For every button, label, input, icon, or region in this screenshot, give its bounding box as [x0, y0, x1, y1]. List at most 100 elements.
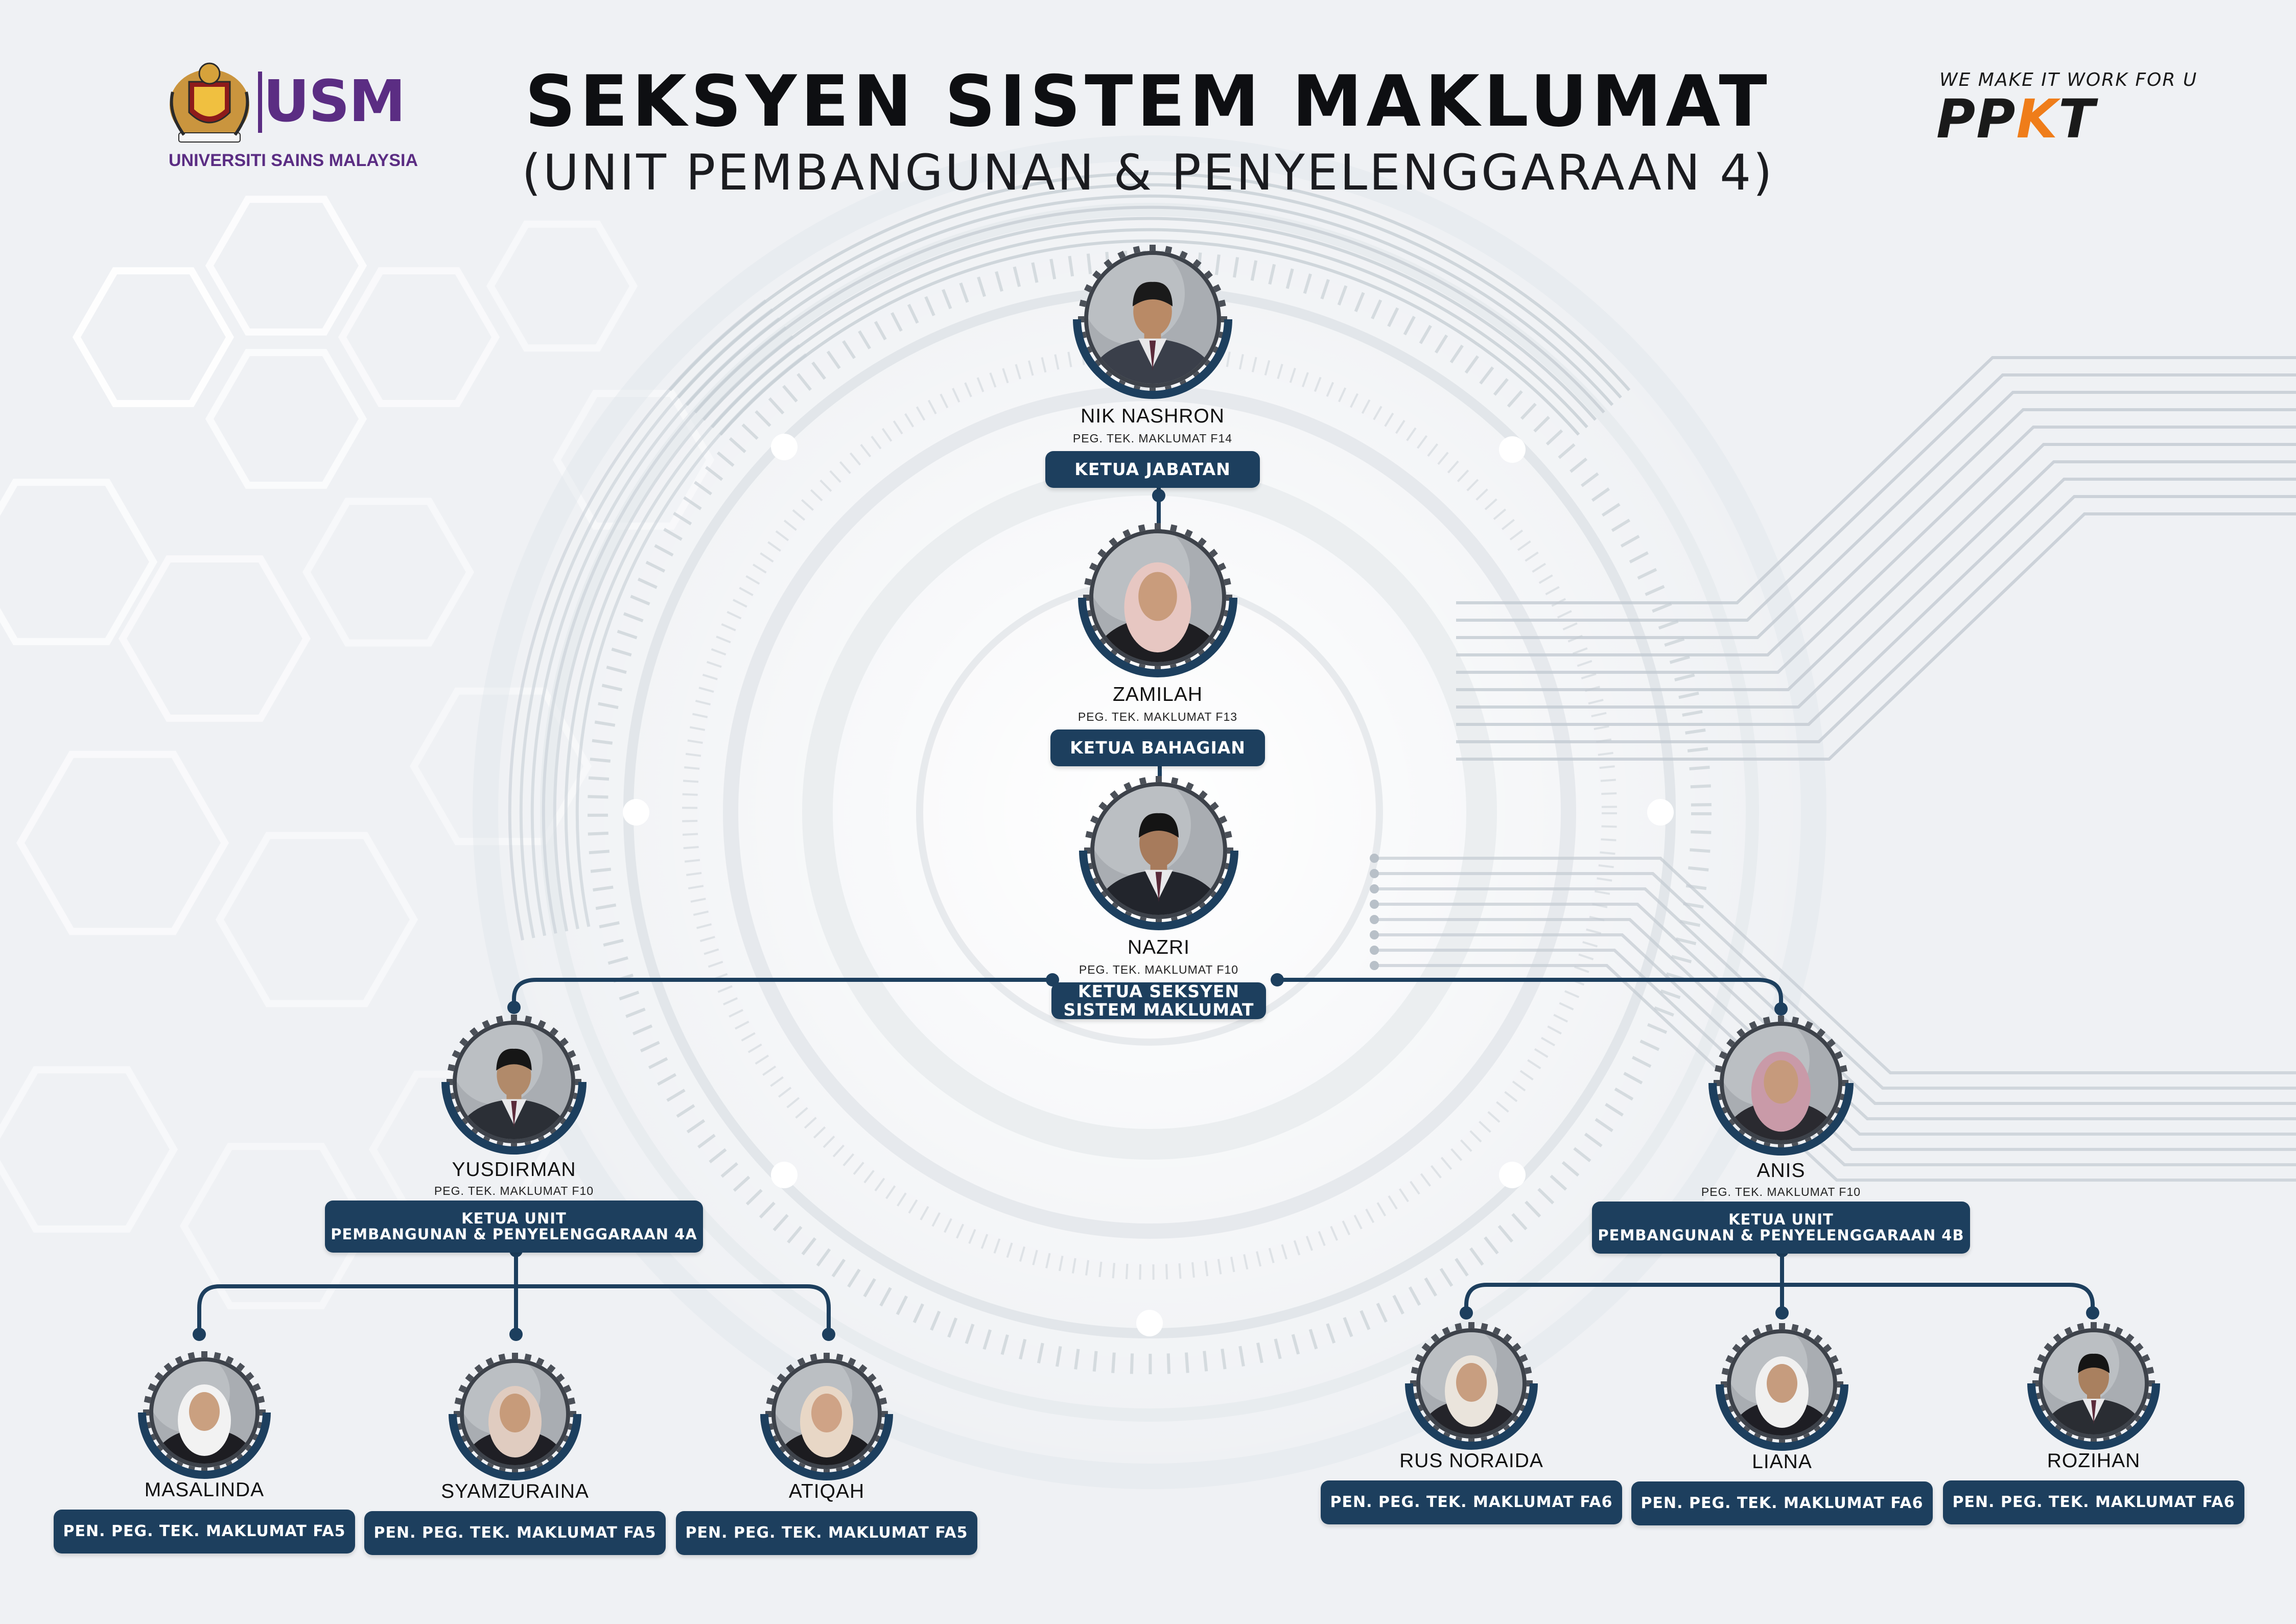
gear-tooth	[1084, 578, 1092, 586]
gear-tooth	[188, 1352, 195, 1360]
gear-tooth	[1133, 246, 1141, 253]
gear-tooth	[1411, 1367, 1419, 1374]
gear-tooth	[236, 1362, 245, 1372]
photo-hair	[2078, 1353, 2110, 1373]
gear-tooth	[1164, 246, 1173, 253]
person-name: RUS NORAIDA	[1399, 1450, 1543, 1472]
bg-arc	[677, 183, 1622, 399]
gear-tooth	[1421, 1343, 1431, 1352]
gear-tooth	[1150, 245, 1156, 251]
avatar-arc	[2027, 1383, 2160, 1450]
gear-tooth	[1714, 1065, 1722, 1073]
gear-tooth	[1524, 1367, 1532, 1374]
gear-tooth	[1840, 1065, 1848, 1073]
gear-tooth	[496, 1015, 504, 1023]
gear-tooth	[1170, 777, 1179, 785]
gear-tooth	[1199, 790, 1208, 799]
bg-arc	[542, 326, 787, 934]
gear-tooth	[848, 1357, 856, 1366]
gear-tooth	[766, 1397, 774, 1405]
gear-tooth	[1123, 782, 1132, 790]
gear-tooth	[1468, 1322, 1474, 1328]
connector-node	[1460, 1306, 1473, 1320]
bg-circuit	[1456, 495, 2296, 743]
avatar-arc	[1716, 1384, 1848, 1451]
bg-tick-ring	[588, 250, 1712, 1374]
connector-node	[822, 1328, 835, 1341]
avatar-arc	[1078, 597, 1237, 677]
gear-tooth	[547, 1364, 556, 1373]
role-line-2: PEMBANGUNAN & PENYELENGGARAAN 4B	[1598, 1227, 1964, 1244]
bg-circuit	[1456, 391, 2296, 639]
bg-circuit	[1374, 887, 2296, 1105]
gear-tooth	[568, 1397, 576, 1405]
gear-tooth	[1210, 802, 1219, 811]
avatar	[449, 1353, 581, 1480]
ppkt-tagline: WE MAKE IT WORK FOR U	[1939, 69, 2198, 90]
bg-circuit	[1456, 478, 2296, 726]
photo-face	[500, 1394, 530, 1432]
role-line-1: PEN. PEG. TEK. MAKLUMAT FA5	[63, 1522, 346, 1540]
avatar	[1405, 1322, 1538, 1450]
gear-tooth	[2033, 1367, 2041, 1374]
connector-node	[2086, 1306, 2099, 1320]
avatar	[1708, 1016, 1854, 1156]
bg-arc	[575, 353, 807, 927]
gear-tooth	[1415, 1354, 1423, 1362]
role-line-1: PEN. PEG. TEK. MAKLUMAT FA5	[373, 1523, 657, 1542]
gear-tooth	[1156, 776, 1162, 782]
photo-hair	[1132, 281, 1173, 307]
gear-tooth	[1817, 1028, 1825, 1037]
role-badge: KETUA BAHAGIAN	[1050, 729, 1265, 766]
gear-tooth	[214, 1352, 221, 1360]
connector-line	[512, 978, 1049, 1011]
gear-tooth	[537, 1020, 546, 1028]
connector-node	[1775, 1306, 1789, 1320]
photo-tie	[1149, 340, 1156, 371]
connector-line	[1464, 1283, 2095, 1310]
gear-tooth	[1721, 1368, 1729, 1375]
gear-tooth	[458, 1384, 467, 1393]
gear-tooth	[1814, 1334, 1823, 1344]
gear-tooth	[824, 1353, 830, 1359]
gear-tooth	[1752, 1328, 1761, 1336]
gear-tooth	[1791, 1016, 1799, 1024]
gear-tooth	[797, 1357, 806, 1366]
gear-tooth	[1481, 1323, 1488, 1331]
gear-tooth	[1219, 299, 1226, 308]
gear-tooth	[1084, 284, 1092, 293]
bg-hexagon	[179, 1143, 372, 1309]
gear-tooth	[1830, 1355, 1839, 1363]
gear-tooth	[2044, 1343, 2053, 1352]
gear-tooth	[485, 1357, 494, 1366]
gear-tooth	[836, 1353, 844, 1361]
bg-circuit	[1456, 512, 2296, 761]
photo-hair	[496, 1048, 532, 1071]
photo-face	[811, 1394, 842, 1432]
person-grade: PEG. TEK. MAKLUMAT F10	[434, 1184, 594, 1197]
gear-tooth	[2115, 1327, 2123, 1335]
avatar	[1079, 776, 1238, 930]
bg-hexagon	[0, 479, 158, 645]
role-line-1: PEN. PEG. TEK. MAKLUMAT FA6	[1330, 1493, 1613, 1511]
avatar	[2027, 1322, 2160, 1450]
gear-tooth	[2037, 1354, 2046, 1362]
gear-tooth	[810, 1353, 817, 1361]
gear-tooth	[1741, 1334, 1750, 1344]
gear-tooth	[2142, 1354, 2150, 1362]
gear-tooth	[1725, 1355, 1734, 1363]
gear-tooth	[1835, 1051, 1843, 1060]
gear-tooth	[1139, 777, 1147, 785]
gear-tooth	[524, 1353, 532, 1361]
page-title: SEKSYEN SISTEM MAKLUMAT	[525, 60, 1771, 143]
person-name: MASALINDA	[144, 1479, 265, 1501]
usm-caption: UNIVERSITI SAINS MALAYSIA	[169, 151, 418, 170]
person-name: ATIQAH	[788, 1480, 865, 1502]
bg-circuit	[1374, 857, 2296, 1074]
gear-tooth	[1117, 250, 1126, 259]
gear-tooth	[1098, 802, 1107, 811]
bg-hexagon	[16, 750, 229, 935]
ppkt-word-a: PP	[1936, 88, 2017, 150]
gear-tooth	[1085, 831, 1093, 839]
